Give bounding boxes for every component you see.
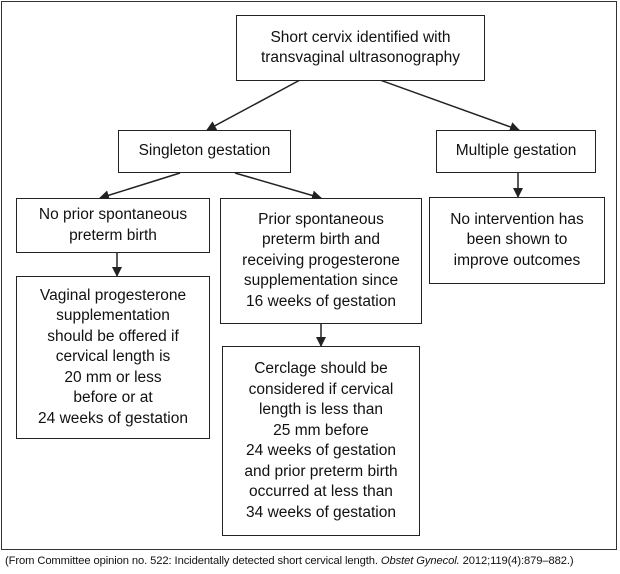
singleton-gestation-box: Singleton gestation bbox=[118, 130, 291, 173]
arrow-root-to-multiple bbox=[379, 79, 520, 132]
caption-suffix: 2012;119(4):879–882.) bbox=[459, 555, 574, 567]
source-caption: (From Committee opinion no. 522: Inciden… bbox=[5, 555, 574, 567]
vaginal-progesterone-box: Vaginal progesterone supplementation sho… bbox=[16, 276, 210, 439]
short-cervix-box: Short cervix identified with transvagina… bbox=[236, 15, 485, 81]
caption-prefix: (From Committee opinion no. 522: Inciden… bbox=[5, 555, 381, 567]
no-intervention-box: No intervention has been shown to improv… bbox=[429, 197, 605, 284]
cerclage-box: Cerclage should be considered if cervica… bbox=[222, 346, 420, 536]
prior-preterm-birth-box: Prior spontaneous preterm birth and rece… bbox=[220, 198, 422, 324]
arrow-singleton-to-prior bbox=[234, 172, 322, 201]
arrow-singleton-to-no-prior bbox=[99, 172, 181, 201]
multiple-gestation-box: Multiple gestation bbox=[436, 130, 596, 173]
caption-journal: Obstet Gynecol. bbox=[380, 555, 460, 567]
connector-arrows bbox=[99, 79, 523, 347]
diagram-frame bbox=[1, 1, 617, 550]
arrow-root-to-singleton bbox=[206, 79, 301, 131]
no-prior-preterm-birth-box: No prior spontaneous preterm birth bbox=[16, 198, 210, 253]
